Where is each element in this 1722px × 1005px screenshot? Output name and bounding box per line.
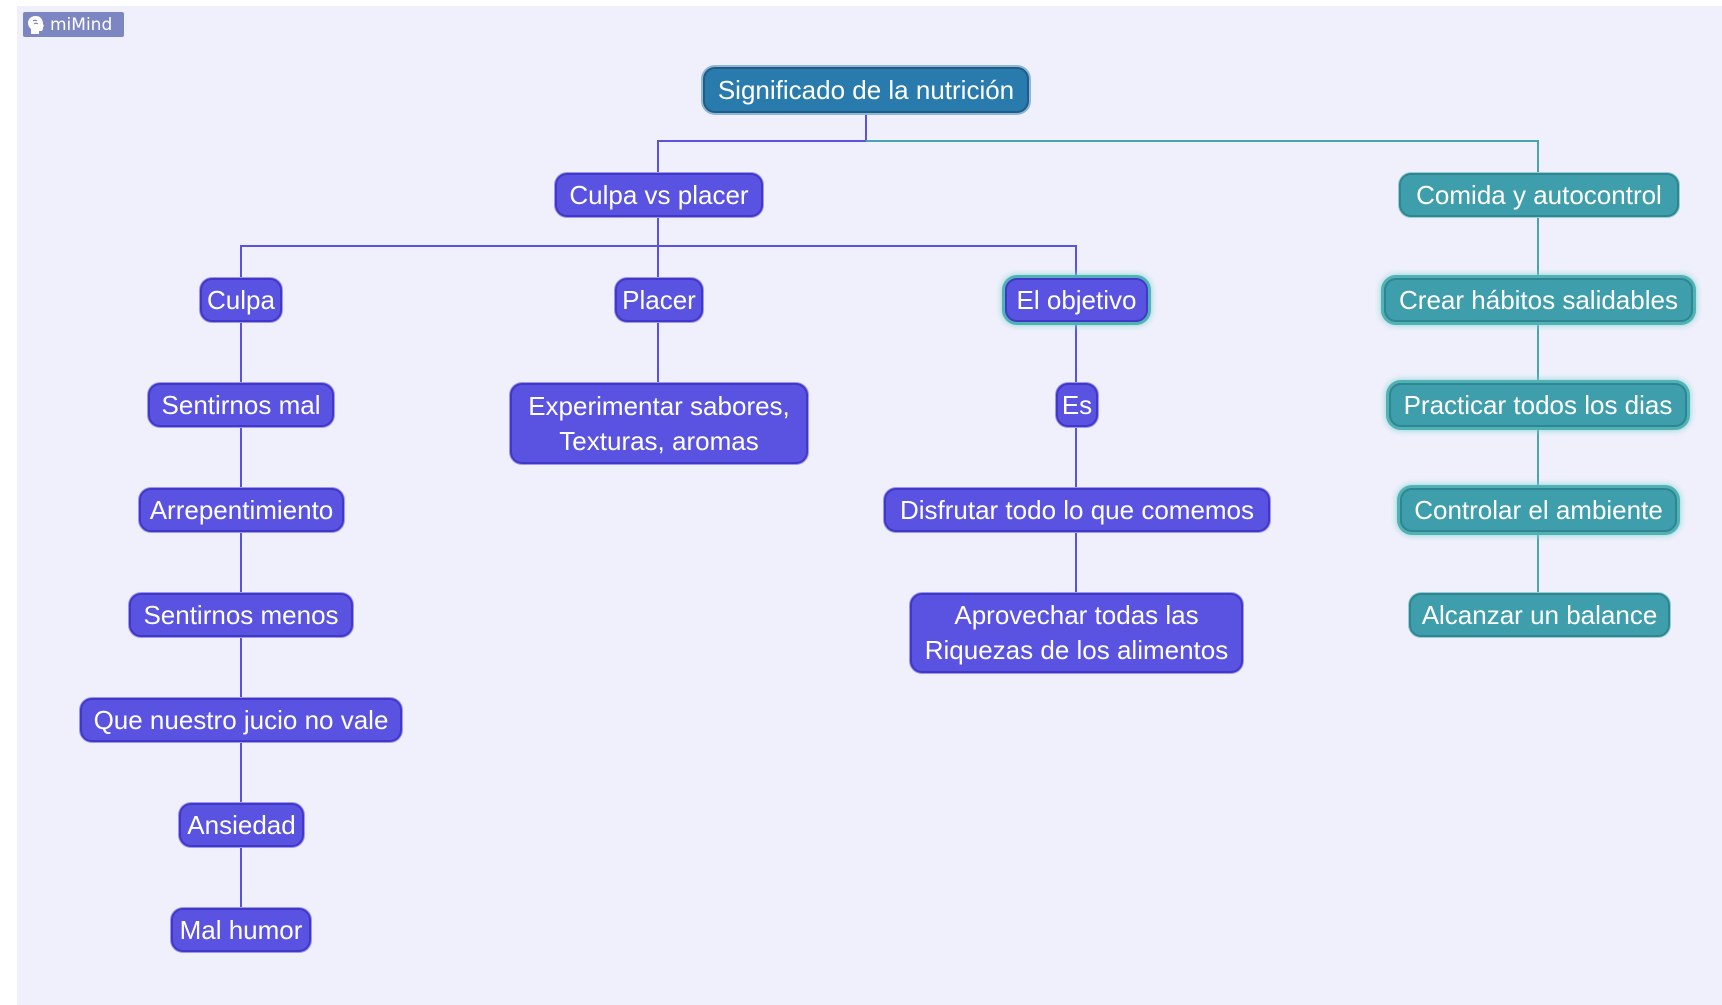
- node-aprovechar-riquezas[interactable]: Aprovechar todas las Riquezas de los ali…: [910, 593, 1243, 673]
- node-mal-humor[interactable]: Mal humor: [171, 908, 311, 952]
- node-ansiedad[interactable]: Ansiedad: [179, 803, 304, 847]
- node-crear-habitos[interactable]: Crear hábitos salidables: [1384, 278, 1693, 322]
- node-practicar-todos-los-dias[interactable]: Practicar todos los dias: [1389, 383, 1687, 427]
- badge-label: miMind: [50, 14, 113, 35]
- node-experimentar-sabores[interactable]: Experimentar sabores, Texturas, aromas: [510, 383, 808, 464]
- node-es[interactable]: Es: [1056, 383, 1098, 427]
- node-sentirnos-menos[interactable]: Sentirnos menos: [129, 593, 353, 637]
- node-el-objetivo[interactable]: El objetivo: [1005, 278, 1148, 322]
- node-disfrutar-todo[interactable]: Disfrutar todo lo que comemos: [884, 488, 1270, 532]
- node-experimentar-sabores-line1: Experimentar sabores,: [528, 390, 790, 421]
- mimind-badge: miMind: [23, 12, 124, 37]
- node-placer[interactable]: Placer: [615, 278, 703, 322]
- node-alcanzar-un-balance[interactable]: Alcanzar un balance: [1409, 593, 1670, 637]
- node-controlar-el-ambiente[interactable]: Controlar el ambiente: [1400, 488, 1677, 532]
- brain-head-icon: [28, 15, 44, 34]
- node-arrepentimiento[interactable]: Arrepentimiento: [139, 488, 344, 532]
- node-aprovechar-riquezas-line2: Riquezas de los alimentos: [924, 635, 1229, 665]
- node-aprovechar-riquezas-line1: Aprovechar todas las: [954, 600, 1199, 630]
- node-culpa[interactable]: Culpa: [200, 278, 282, 322]
- node-root[interactable]: Significado de la nutrición: [703, 67, 1029, 113]
- node-experimentar-sabores-line2: Texturas, aromas: [559, 425, 759, 456]
- node-comida-y-autocontrol[interactable]: Comida y autocontrol: [1399, 173, 1679, 217]
- node-culpa-vs-placer[interactable]: Culpa vs placer: [555, 173, 763, 217]
- node-sentirnos-mal[interactable]: Sentirnos mal: [148, 383, 334, 427]
- node-que-nuestro-jucio-no-vale[interactable]: Que nuestro jucio no vale: [80, 698, 402, 742]
